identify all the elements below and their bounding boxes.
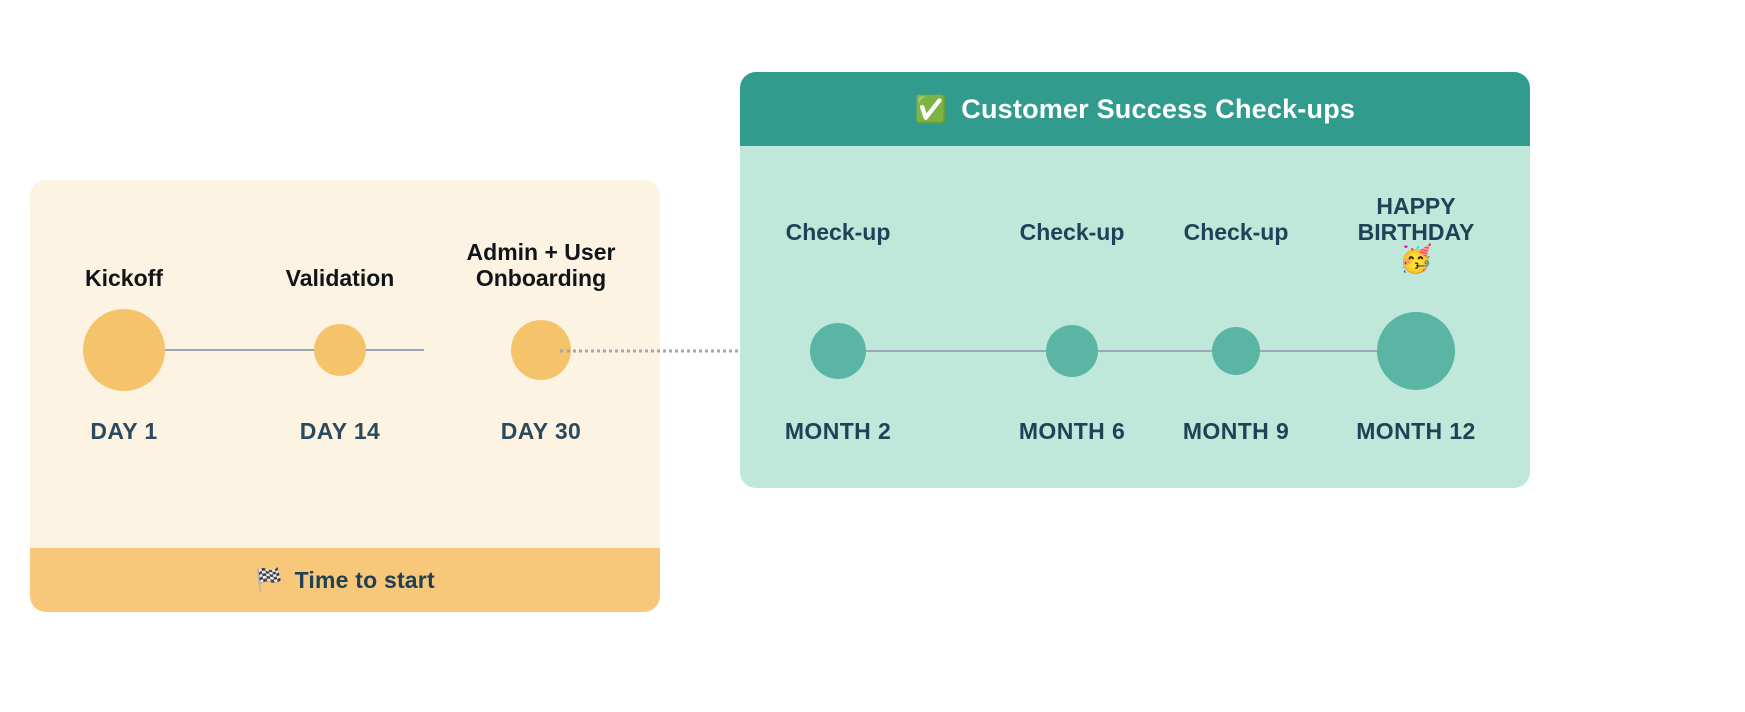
milestone-top-label: Admin + User Onboarding	[466, 238, 616, 292]
success-segment-3	[1236, 350, 1416, 352]
time-to-start-footer[interactable]: 🏁 Time to start	[30, 548, 660, 612]
onboarding-segment-1	[124, 349, 246, 351]
onboarding-milestones: Kickoff DAY 1 Validation DAY 14 Admin + …	[30, 180, 660, 548]
milestone-top-label: Check-up	[1183, 219, 1289, 246]
onboarding-track: Kickoff DAY 1 Validation DAY 14 Admin + …	[30, 180, 660, 548]
milestone-dot[interactable]	[83, 309, 165, 391]
milestone-top-label: Check-up	[1019, 219, 1125, 246]
milestone-top-label: Check-up	[785, 219, 891, 246]
milestone-bottom-label: MONTH 12	[1356, 418, 1476, 444]
milestone-top-label: Validation	[285, 265, 395, 292]
milestone-bottom-label: MONTH 2	[784, 418, 892, 444]
milestone-admin-user-onboarding[interactable]: Admin + User Onboarding DAY 30	[426, 180, 656, 510]
milestone-month-12-birthday[interactable]: 🥳 HAPPY BIRTHDAY MONTH 12	[1301, 146, 1530, 486]
milestone-month-9[interactable]: Check-up MONTH 9	[1146, 146, 1326, 486]
milestone-top-label: HAPPY BIRTHDAY	[1357, 192, 1475, 246]
milestone-validation[interactable]: Validation DAY 14	[230, 180, 450, 510]
partying-face-icon: 🥳	[1399, 244, 1433, 274]
onboarding-timeline-card: Kickoff DAY 1 Validation DAY 14 Admin + …	[30, 180, 660, 612]
white-check-mark-icon: ✅	[914, 94, 948, 124]
milestone-dot[interactable]	[1046, 325, 1098, 377]
milestone-bottom-label: DAY 1	[90, 418, 158, 444]
cards-dotted-connector	[560, 349, 840, 353]
customer-success-header: ✅ Customer Success Check-ups	[740, 72, 1530, 146]
success-milestones: Check-up MONTH 2 Check-up MONTH 6 Check-…	[740, 146, 1530, 488]
milestone-bottom-label: DAY 14	[299, 418, 381, 444]
success-segment-2	[1072, 350, 1236, 352]
time-to-start-label: Time to start	[294, 566, 435, 593]
milestone-dot[interactable]	[1212, 327, 1260, 375]
milestone-bottom-label: DAY 30	[500, 418, 582, 444]
milestone-dot[interactable]	[810, 323, 866, 379]
milestone-dot[interactable]	[1377, 312, 1455, 390]
milestone-dot[interactable]	[314, 324, 366, 376]
milestone-kickoff[interactable]: Kickoff DAY 1	[30, 180, 234, 510]
milestone-top-label: Kickoff	[85, 265, 163, 292]
milestone-month-6[interactable]: Check-up MONTH 6	[967, 146, 1177, 486]
success-track: Check-up MONTH 2 Check-up MONTH 6 Check-…	[740, 146, 1530, 488]
success-segment-1	[838, 350, 1072, 352]
milestone-month-2[interactable]: Check-up MONTH 2	[740, 146, 943, 486]
chequered-flag-icon: 🏁	[255, 567, 283, 592]
milestone-bottom-label: MONTH 9	[1182, 418, 1290, 444]
milestone-bottom-label: MONTH 6	[1018, 418, 1126, 444]
customer-success-card: ✅ Customer Success Check-ups Check-up MO…	[740, 72, 1530, 488]
customer-success-title: Customer Success Check-ups	[961, 93, 1356, 124]
